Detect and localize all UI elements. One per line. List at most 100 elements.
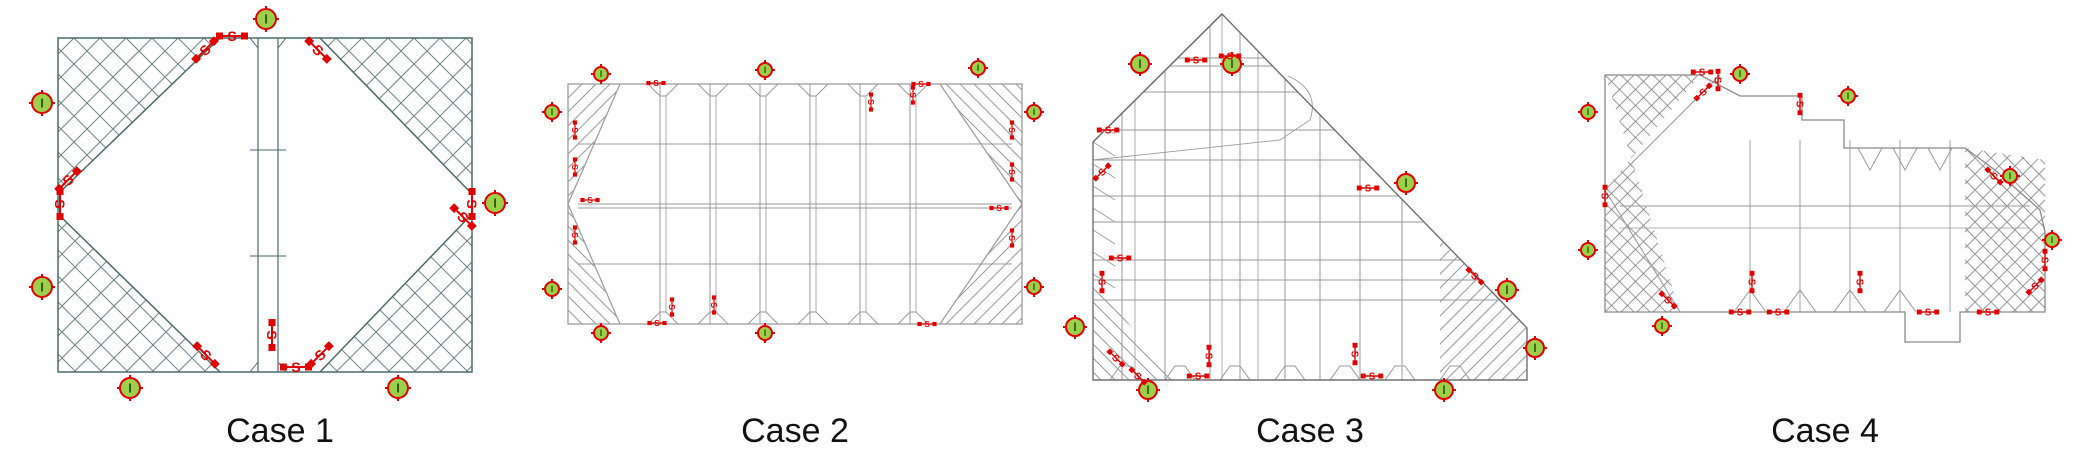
sensor-marker: S — [1712, 68, 1723, 92]
sensor-marker: S — [1184, 56, 1208, 67]
hatch-line — [1533, 280, 1633, 380]
hatch-line — [1965, 148, 1986, 312]
hatch-line — [1620, 75, 1700, 312]
hatch-line — [0, 38, 76, 194]
hatch-line — [622, 38, 778, 194]
hatch-line — [622, 38, 778, 194]
hatch-line — [196, 84, 316, 204]
center-band — [277, 37, 287, 49]
hatch-line — [568, 204, 620, 324]
hatch-line — [1440, 240, 1475, 380]
sensor-end — [1204, 373, 1210, 379]
hatch-line — [334, 214, 492, 372]
hatch-line — [224, 84, 344, 204]
hatch-line — [1351, 280, 1451, 380]
hatch-line — [516, 38, 672, 194]
hatch-line — [1965, 148, 2045, 312]
hatch-line — [568, 214, 726, 372]
sensor-end — [268, 319, 276, 326]
hatch-line — [203, 214, 220, 372]
sensor-marker: S — [1854, 270, 1865, 294]
hatch-line — [238, 84, 358, 204]
hatch-region — [1285, 75, 1970, 312]
sensor-end — [71, 166, 82, 177]
hatch-line — [856, 38, 1012, 194]
hatch-line — [1422, 204, 1542, 324]
hatch-line — [1773, 148, 1937, 312]
hatch-line — [1965, 148, 2002, 312]
sensor-marker: S — [1349, 342, 1360, 366]
hatch-line — [1824, 240, 1964, 380]
sensor-marker: S — [911, 79, 931, 89]
hatch-line — [0, 38, 22, 194]
sensor-marker: S — [1096, 126, 1120, 137]
inlet-marker: I — [1652, 316, 1672, 336]
hatch-line — [1323, 280, 1423, 380]
hatch-line — [833, 280, 933, 380]
hatch-line — [620, 214, 778, 372]
sensor-end — [1602, 202, 1608, 208]
hatch-line — [320, 214, 365, 372]
hatch-line — [1701, 75, 1938, 312]
hatch-line — [182, 204, 302, 324]
hatch-line — [700, 214, 858, 372]
hatch-line — [0, 38, 128, 194]
hatch-line — [102, 214, 260, 372]
sensor-marker: S — [570, 157, 580, 177]
hatch-line — [596, 214, 754, 372]
hatch-line — [959, 204, 1022, 324]
hatch-line — [516, 214, 674, 372]
sensor-end — [1099, 270, 1105, 276]
hatch-line — [1684, 240, 1824, 380]
hatch-line — [256, 214, 414, 372]
hatch-line — [959, 280, 1059, 380]
hatch-line — [168, 84, 288, 204]
hatch-line — [1324, 84, 1444, 204]
hatch-line — [128, 38, 284, 194]
hatch-line — [1965, 148, 2045, 312]
sensor-marker: S — [1007, 228, 1017, 248]
inlet-label: I — [1146, 384, 1149, 397]
hatch-line — [1709, 148, 1873, 312]
sensor-end — [1096, 127, 1102, 133]
hatch-line — [752, 214, 910, 372]
hatch-line — [0, 214, 104, 372]
sensor-end — [1218, 53, 1224, 59]
hatch-line — [1197, 280, 1297, 380]
sensor-end — [1728, 309, 1734, 315]
hatch-line — [320, 214, 365, 372]
hatch-line — [1565, 148, 1729, 312]
hatch-line — [1645, 148, 1809, 312]
sensor-end — [1749, 288, 1755, 294]
hatch-line — [1605, 75, 1683, 312]
bay-edge — [1093, 141, 1116, 157]
hatch-line — [1605, 75, 1700, 312]
hatch-line — [1605, 75, 1700, 312]
hatch-line — [2012, 148, 2045, 312]
hatch-line — [177, 38, 220, 194]
inlet-marker: I — [1024, 102, 1044, 122]
hatch-line — [1422, 84, 1542, 204]
sensor-end — [268, 344, 276, 351]
hatch-line — [282, 214, 440, 372]
hatch-line — [413, 214, 472, 372]
hatch-line — [1996, 148, 2045, 312]
hatch-line — [490, 214, 648, 372]
hatch-line — [1733, 75, 1970, 312]
hatch-line — [1965, 148, 1986, 312]
sensor-label: S — [1775, 308, 1782, 319]
sensor-marker: S — [1658, 290, 1678, 310]
sensor-end — [911, 81, 916, 87]
hatch-line — [1965, 148, 2045, 312]
sensor-label: S — [291, 359, 300, 375]
hatch-line — [752, 214, 910, 372]
sensor-label: S — [1117, 254, 1124, 265]
hatch-line — [568, 204, 569, 324]
sensor-label: S — [227, 28, 236, 44]
hatch-line — [256, 38, 412, 194]
sensor-end — [1009, 243, 1015, 248]
sensor-label: S — [1925, 308, 1932, 319]
hatch-line — [1285, 75, 1522, 312]
inlet-label: I — [1739, 69, 1742, 79]
hatch-line — [1267, 280, 1367, 380]
